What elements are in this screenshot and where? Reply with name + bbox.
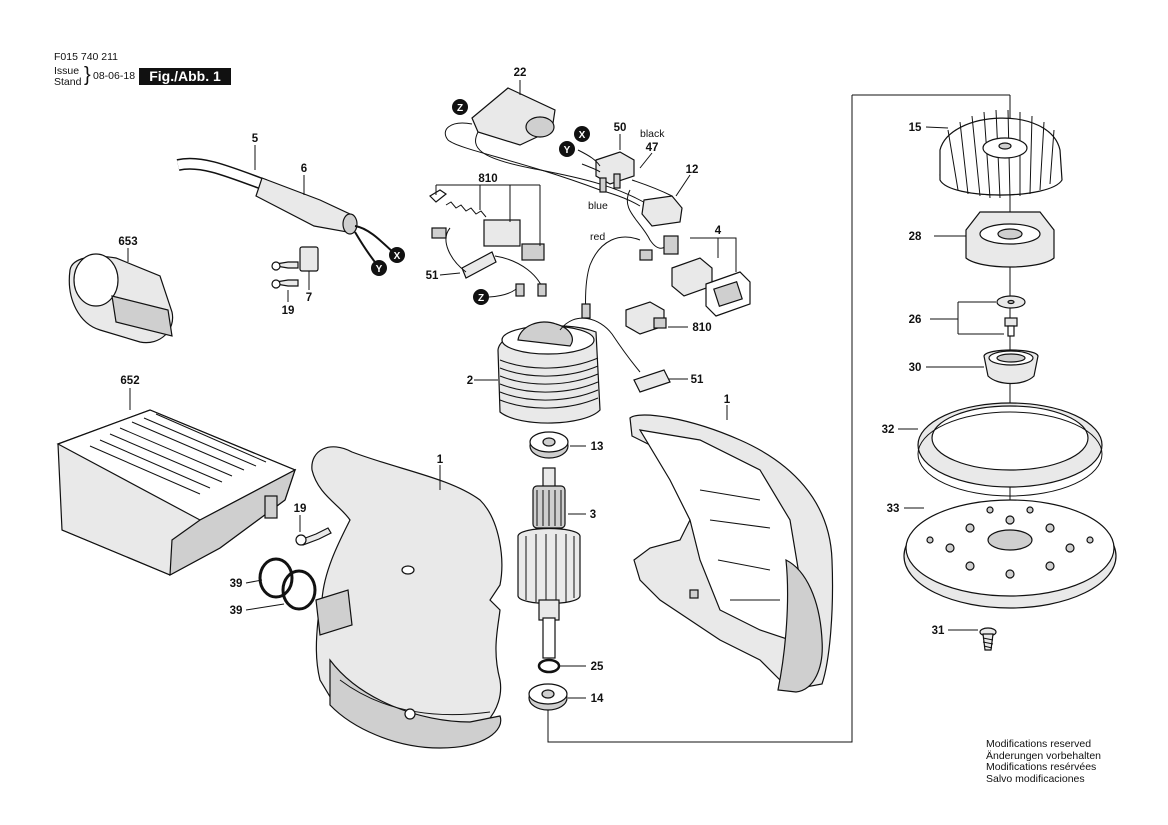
callout-25: 25 <box>591 661 604 673</box>
callout-39-a: 39 <box>230 578 243 590</box>
circlip-part <box>537 658 561 674</box>
modifications-notice: Modifications reserved Änderungen vorbeh… <box>986 738 1102 785</box>
cable-clamp-part <box>299 246 319 290</box>
terminal-red <box>581 303 591 319</box>
marker-x-2: X <box>389 247 405 263</box>
connector-part <box>663 235 679 255</box>
brake-ring-part <box>917 402 1103 497</box>
callout-2: 2 <box>467 375 473 387</box>
note-en: Modifications reserved <box>986 738 1092 750</box>
callout-652: 652 <box>120 375 139 387</box>
wire-label-black: black <box>640 128 665 140</box>
callout-1-left: 1 <box>437 454 444 466</box>
stand-label: Stand <box>54 76 82 88</box>
callout-51-upper: 51 <box>426 270 439 282</box>
callout-33: 33 <box>887 503 900 515</box>
callout-47: 47 <box>646 142 659 154</box>
callout-31: 31 <box>932 625 945 637</box>
callout-1-right: 1 <box>724 394 731 406</box>
callout-810-upper: 810 <box>478 173 497 185</box>
connector-red <box>639 249 653 261</box>
callout-810-lower: 810 <box>692 322 711 334</box>
sanding-pad-part <box>903 499 1117 609</box>
callout-26: 26 <box>909 314 922 326</box>
callout-14: 14 <box>591 693 604 705</box>
housing-right-part <box>629 414 834 693</box>
power-cable-part <box>176 157 396 267</box>
switch-caps-part <box>671 257 751 317</box>
svg-text:Z: Z <box>457 103 463 114</box>
note-es: Salvo modificaciones <box>986 772 1085 785</box>
o-ring-1 <box>258 557 294 599</box>
part-number: F015 740 211 <box>54 51 119 63</box>
fan-part <box>939 109 1063 199</box>
marker-y-2: Y <box>371 260 387 276</box>
assembly-bracket <box>547 94 1010 743</box>
switch-part <box>577 149 635 193</box>
counterweight-part <box>965 211 1055 268</box>
terminal-z <box>515 283 525 297</box>
housing-left-part <box>311 446 503 749</box>
callout-28: 28 <box>909 231 922 243</box>
issue-label: Issue <box>54 65 80 77</box>
callout-30: 30 <box>909 362 922 374</box>
callout-32: 32 <box>882 424 895 436</box>
terminal-lower <box>537 283 547 297</box>
figure-badge: Fig./Abb. 1 <box>139 68 231 85</box>
carbon-brush-upper <box>445 227 546 296</box>
callout-4: 4 <box>715 225 722 237</box>
svg-text:X: X <box>579 130 586 141</box>
note-de: Änderungen vorbehalten <box>986 749 1102 762</box>
svg-text:X: X <box>394 251 401 262</box>
marker-x-1: X <box>574 126 590 142</box>
brace: } <box>84 64 91 86</box>
housing-screw-part <box>295 527 332 546</box>
marker-z-1: Z <box>452 99 468 115</box>
issue-date: 08-06-18 <box>93 70 136 82</box>
callout-7: 7 <box>306 292 312 304</box>
svg-text:Z: Z <box>478 293 484 304</box>
callout-51-lower: 51 <box>691 374 704 386</box>
pad-screw-part <box>1004 317 1018 337</box>
dust-adapter-part <box>68 253 174 344</box>
marker-y-1: Y <box>559 141 575 157</box>
wire-label-red: red <box>590 231 605 243</box>
callout-3: 3 <box>590 509 596 521</box>
lower-bearing-part <box>528 683 568 711</box>
brush-holder-lower-part <box>625 301 667 335</box>
callout-15: 15 <box>909 122 922 134</box>
dust-box-part <box>56 409 297 577</box>
callout-19-clamp: 19 <box>282 305 295 317</box>
callout-19-housing: 19 <box>294 503 307 515</box>
wire-label-blue: blue <box>588 200 608 212</box>
suppressor-board-part <box>444 87 661 213</box>
callout-50: 50 <box>614 122 627 134</box>
capacitor-part <box>631 179 683 227</box>
o-ring-2 <box>281 569 317 611</box>
callout-13: 13 <box>591 441 604 453</box>
brush-holder-kit-upper <box>429 189 545 261</box>
upper-bearing-part <box>529 431 569 459</box>
bearing-seal-part <box>983 349 1039 385</box>
clamp-screws-part <box>271 261 299 302</box>
pad-fixing-screw-part <box>979 627 997 651</box>
svg-text:Y: Y <box>376 264 383 275</box>
callout-653: 653 <box>118 236 137 248</box>
callout-39-b: 39 <box>230 605 243 617</box>
marker-z-3: Z <box>473 289 489 305</box>
note-fr: Modifications resérvées <box>986 761 1097 773</box>
armature-part <box>517 467 581 659</box>
callout-6: 6 <box>301 163 307 175</box>
callout-5: 5 <box>252 133 259 145</box>
callout-12: 12 <box>686 164 699 176</box>
svg-text:Y: Y <box>564 145 571 156</box>
stator-part <box>497 317 671 424</box>
callout-22: 22 <box>514 67 527 79</box>
